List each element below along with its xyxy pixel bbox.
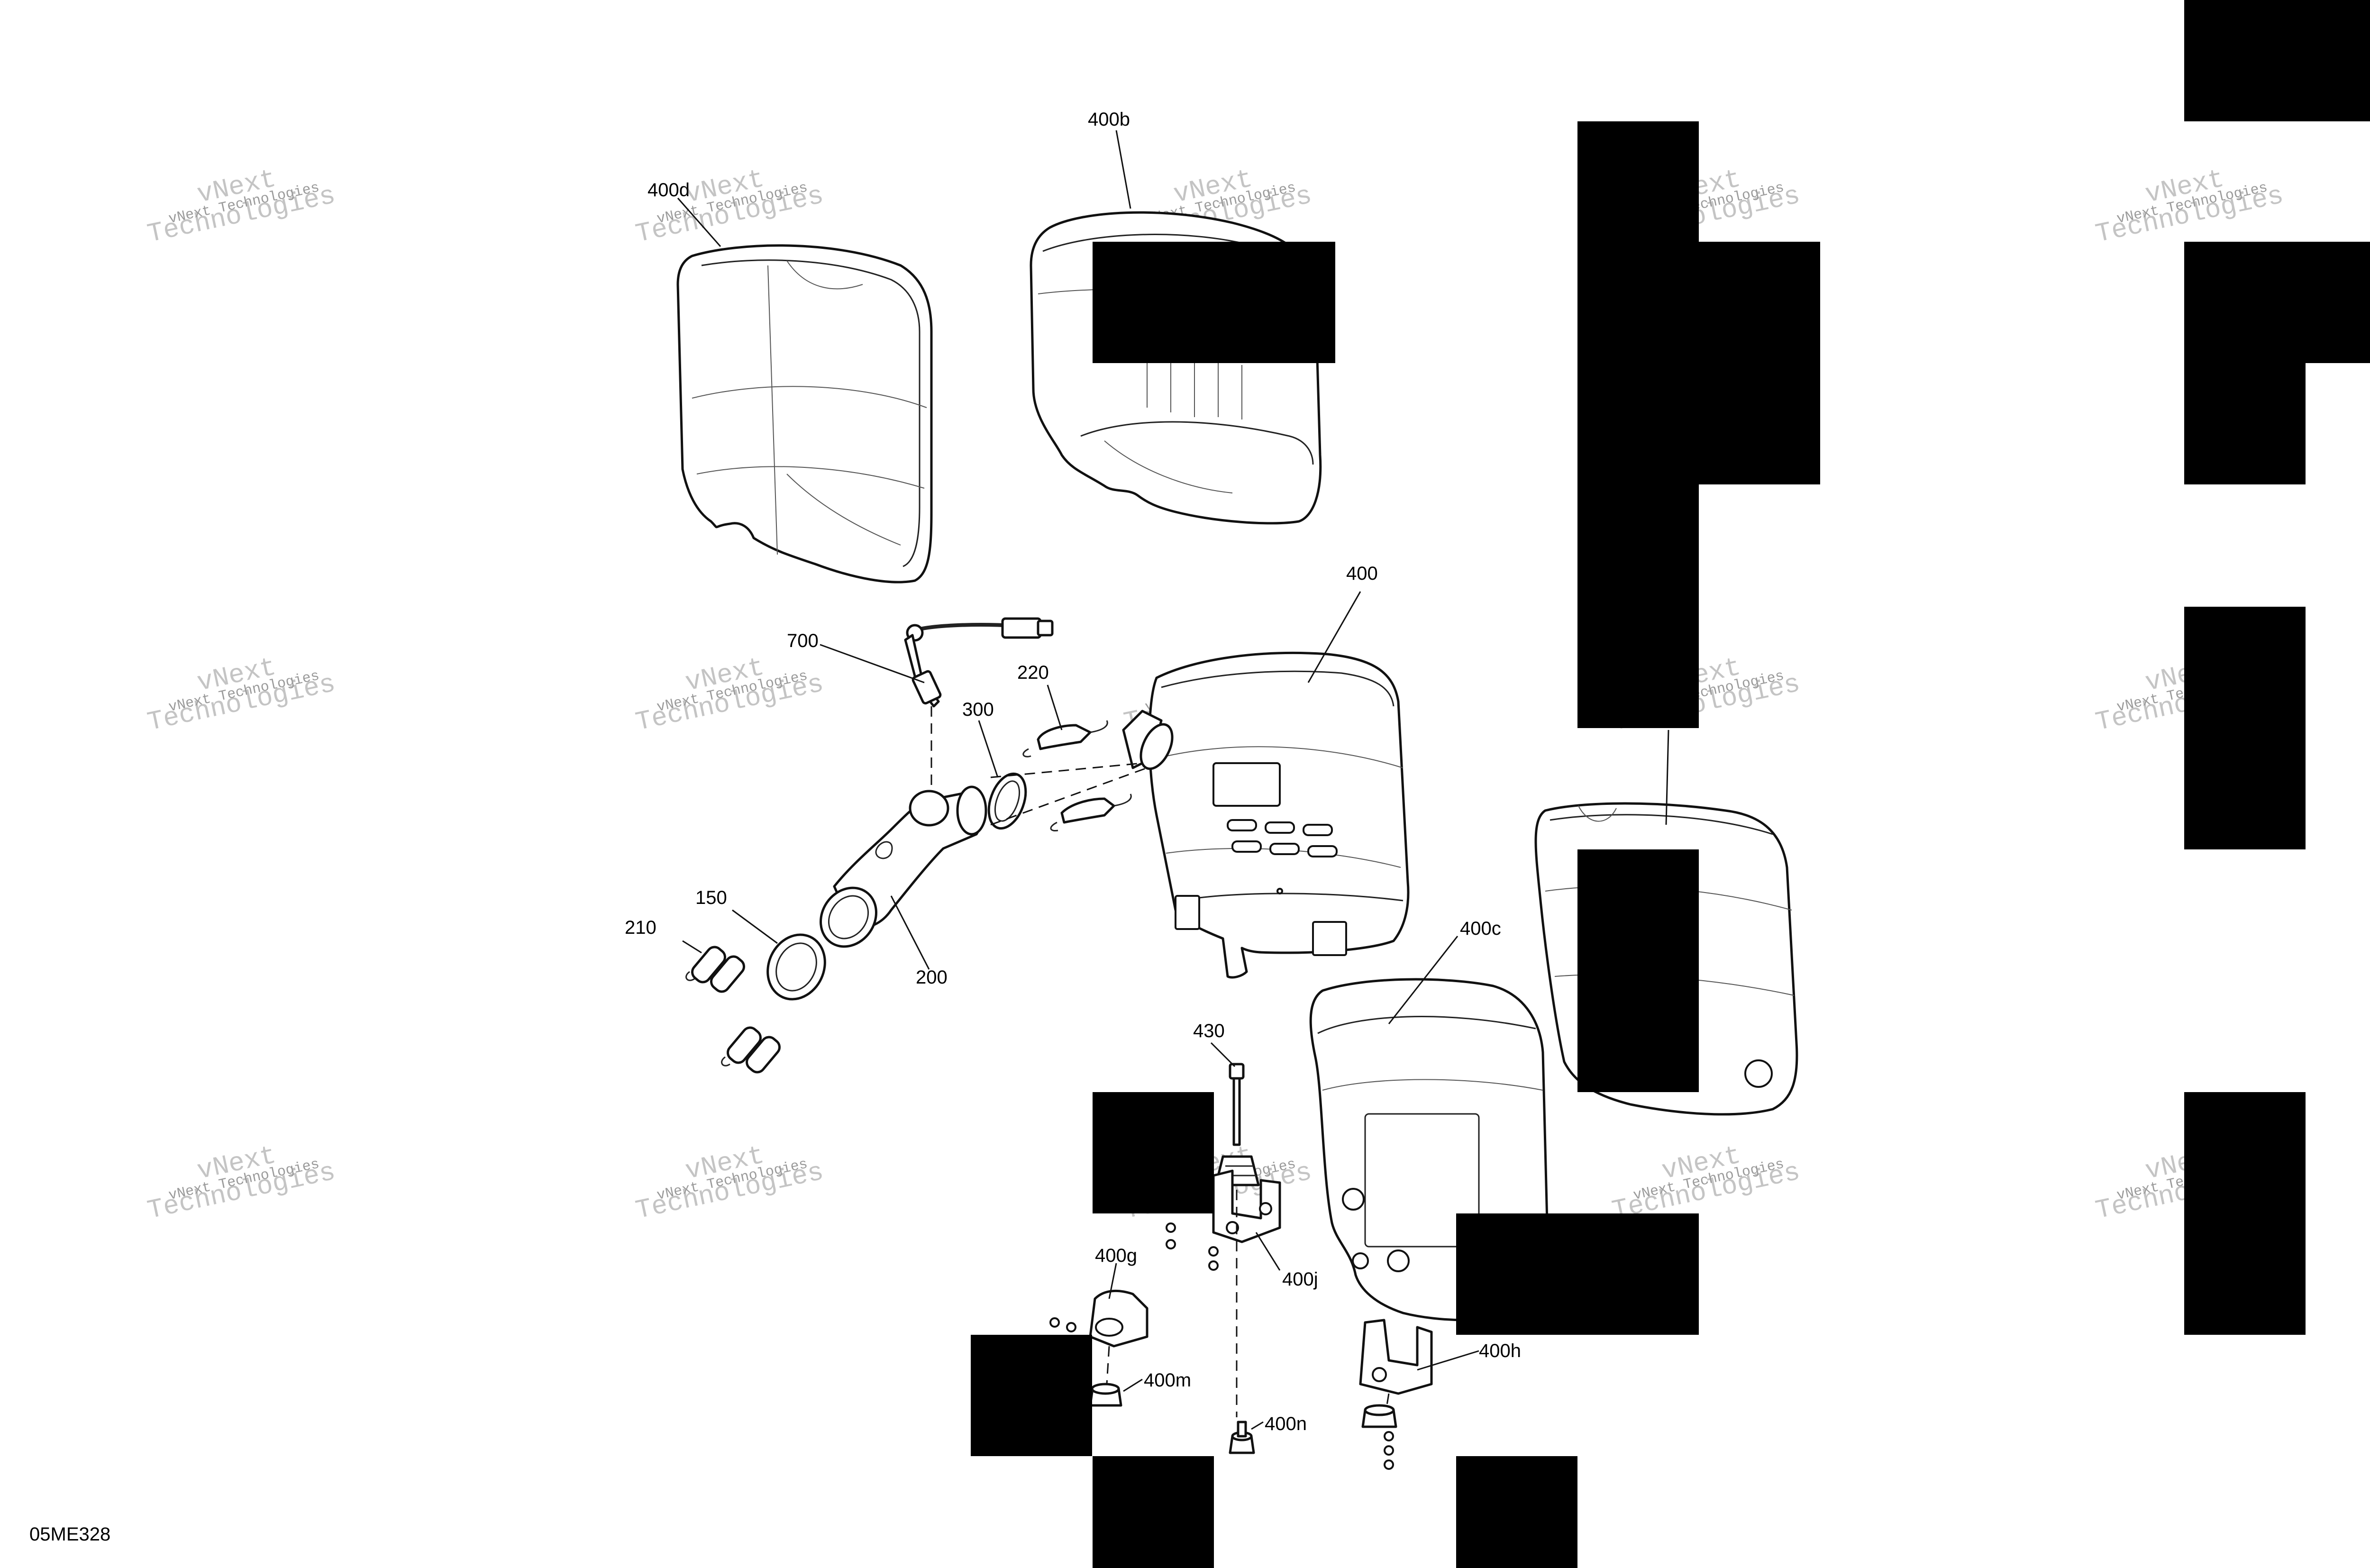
callout-220: 220 [1017, 662, 1049, 683]
part-210-springs [685, 946, 781, 1074]
part-400d-heat-shield [676, 244, 933, 583]
callout-400b: 400b [1088, 109, 1130, 130]
part-700-oxygen-sensor [904, 617, 1054, 708]
part-220-springs [1022, 710, 1174, 832]
callout-200: 200 [916, 967, 948, 988]
watermark: Technologies vNext Technologies vNext [633, 1140, 826, 1226]
assembly-lines [930, 706, 1390, 1417]
callout-430: 430 [1193, 1021, 1225, 1041]
part-400h-bracket [1359, 1319, 1433, 1395]
hardware-nuts [1049, 1222, 1394, 1470]
callout-400h: 400h [1479, 1340, 1521, 1361]
watermark: Technologies vNext Technologies vNext [145, 1140, 338, 1226]
redaction-blocks [971, 0, 2370, 1568]
callout-400j: 400j [1282, 1269, 1318, 1290]
watermark: Technologies vNext Technologies vNext [633, 652, 826, 738]
part-400m-mount [1089, 1383, 1122, 1407]
watermark: Technologies vNext Technologies vNext [2093, 164, 2286, 249]
callout-400c: 400c [1460, 918, 1501, 939]
callout-400m: 400m [1144, 1370, 1191, 1391]
callout-210: 210 [625, 917, 656, 938]
part-150-gasket [766, 933, 826, 1001]
part-400j-bracket [1212, 1169, 1281, 1243]
leader-lines [677, 130, 1669, 1430]
watermark: Technologies vNext Technologies vNext [1609, 1140, 1803, 1226]
part-400n-mount [1229, 1421, 1255, 1454]
part-mount-right [1361, 1404, 1397, 1428]
callout-700: 700 [787, 630, 819, 651]
drawing-code: 05ME328 [29, 1524, 110, 1545]
callout-400g: 400g [1095, 1245, 1137, 1266]
callout-400d: 400d [647, 180, 690, 201]
part-400g-bracket [1089, 1289, 1149, 1348]
part-200-exhaust-pipe [820, 785, 987, 948]
callout-400n: 400n [1265, 1413, 1307, 1434]
part-430-bolt [1214, 1063, 1260, 1186]
callout-150: 150 [695, 887, 727, 908]
watermark: Technologies vNext Technologies vNext [145, 652, 338, 738]
callout-400: 400 [1346, 563, 1378, 584]
watermark: Technologies vNext Technologies vNext [145, 164, 338, 249]
part-400-muffler [1148, 651, 1410, 979]
callout-labels: 400d 400b 400 700 220 300 210 150 200 40… [29, 109, 1521, 1545]
callout-300: 300 [962, 699, 994, 720]
watermark: Technologies vNext Technologies vNext [633, 164, 826, 249]
part-300-gasket [987, 772, 1027, 830]
